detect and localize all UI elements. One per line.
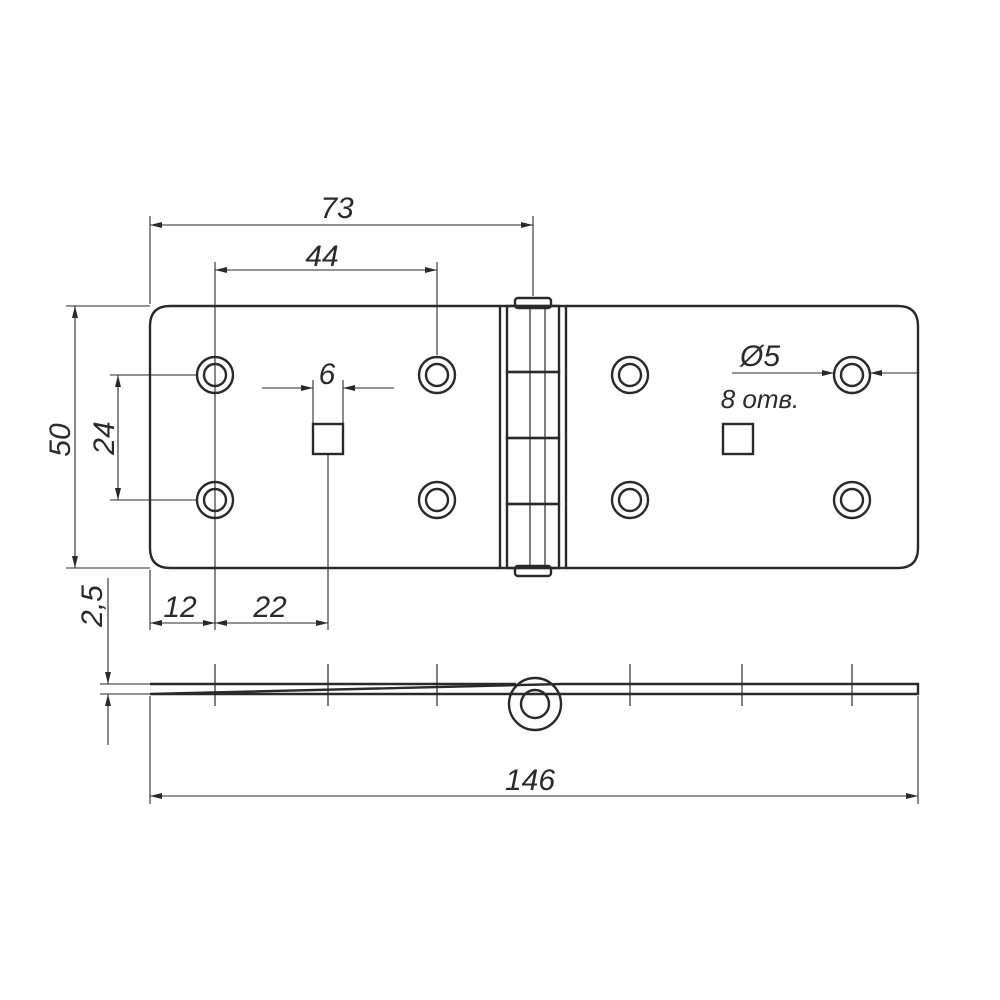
- dimension-label: 73: [320, 192, 354, 225]
- dimension-label: 12: [163, 591, 197, 624]
- hole-diameter-label: Ø5: [739, 340, 780, 373]
- dimension-22: 22: [215, 454, 329, 630]
- square-slot: [721, 422, 755, 456]
- dimension-44: 44: [214, 240, 438, 520]
- hinge-top-view: [148, 296, 920, 578]
- dimensions: 73 44 6 50 24: [44, 192, 919, 804]
- hinge-knuckle: [498, 296, 568, 578]
- right-leaf-outline: [566, 304, 920, 570]
- hole-callout: Ø5 8 отв.: [721, 340, 918, 414]
- square-slot: [311, 422, 345, 456]
- knuckle-pin-inner: [519, 688, 551, 720]
- hole: [610, 355, 650, 395]
- dimension-label: 146: [505, 764, 555, 797]
- dimension-label: 44: [305, 240, 338, 273]
- dimension-73: 73: [149, 192, 534, 304]
- hole: [417, 480, 457, 520]
- dimension-6: 6: [262, 358, 394, 424]
- dimension-12: 12: [149, 520, 216, 630]
- dimension-50: 50: [44, 305, 150, 569]
- hole: [832, 480, 872, 520]
- dimension-24: 24: [88, 374, 196, 501]
- dimension-label: 24: [88, 421, 121, 455]
- hinge-side-view: [149, 664, 920, 732]
- dimension-label: 2,5: [76, 585, 109, 628]
- dimension-label: 22: [252, 591, 287, 624]
- left-leaf-outline: [148, 304, 500, 570]
- dimension-label: 50: [44, 423, 77, 457]
- dimension-label: 6: [319, 358, 336, 391]
- hole: [417, 355, 457, 395]
- dimension-146: 146: [149, 696, 919, 804]
- dimension-2-5: 2,5: [76, 578, 150, 745]
- hole: [832, 355, 872, 395]
- knuckle-pin-outer: [507, 676, 563, 732]
- hole-count-label: 8 отв.: [721, 384, 800, 414]
- hole: [610, 480, 650, 520]
